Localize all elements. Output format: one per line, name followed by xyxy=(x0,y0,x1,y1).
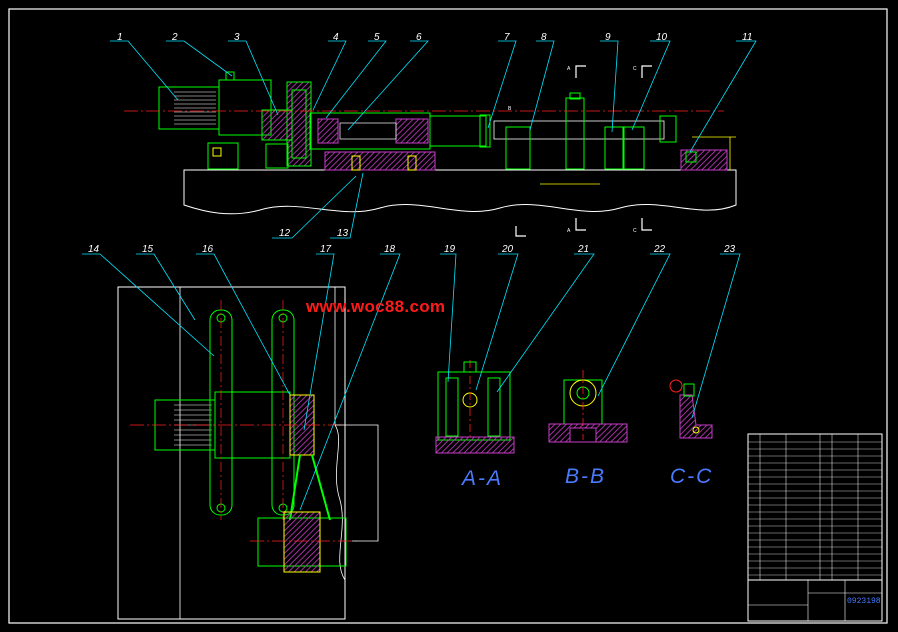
support-stand-4 xyxy=(623,126,645,170)
part-number-label: 3 xyxy=(234,32,240,43)
part-number-label: 1 xyxy=(117,32,123,43)
part-number-label: 16 xyxy=(202,244,214,255)
sheet-border xyxy=(8,8,888,624)
part-number-label: 5 xyxy=(374,32,380,43)
part-number-label: 6 xyxy=(416,32,422,43)
part-number-label: 17 xyxy=(320,244,332,255)
plan-view xyxy=(117,286,379,620)
section-label-a-a: A-A xyxy=(460,467,503,490)
part-number-label: 8 xyxy=(541,32,547,43)
drawing-number: 0923198 xyxy=(847,597,881,606)
part-number-label: 21 xyxy=(577,244,589,255)
part-number-label: 19 xyxy=(444,244,456,255)
cut-marker-c-bottom: C xyxy=(633,228,637,234)
section-a-a-view xyxy=(435,360,515,454)
cut-marker-a-top: A xyxy=(567,66,571,72)
part-number-label: 23 xyxy=(723,244,736,255)
section-b-b-view xyxy=(548,370,628,443)
front-elevation-view: A C B A C xyxy=(124,65,737,237)
part-number-label: 7 xyxy=(504,32,510,43)
extension-tube xyxy=(429,115,487,147)
part-number-label: 4 xyxy=(333,32,339,43)
watermark: www.woc88.com xyxy=(306,297,446,316)
title-block: 0923198 xyxy=(747,433,883,622)
part-number-label: 20 xyxy=(501,244,514,255)
bearing-housing xyxy=(261,109,293,141)
part-number-label: 14 xyxy=(88,244,100,255)
sleeve-pedestal xyxy=(324,151,436,171)
section-label-b-b: B-B xyxy=(565,465,606,488)
drive-belt xyxy=(289,454,301,521)
motor-foot xyxy=(207,142,239,170)
cut-marker-b: B xyxy=(508,106,512,112)
part-number-label: 9 xyxy=(605,32,611,43)
part-number-label: 10 xyxy=(656,32,668,43)
leader-lines xyxy=(82,40,757,511)
section-label-c-c: C-C xyxy=(670,465,713,488)
support-stand-1 xyxy=(505,126,531,170)
section-c-c-view xyxy=(669,379,713,439)
cut-marker-a-bottom: A xyxy=(567,228,571,234)
part-number-label: 11 xyxy=(742,32,752,43)
part-number-label: 2 xyxy=(171,32,178,43)
part-number-label: 13 xyxy=(337,228,349,239)
part-number-label: 18 xyxy=(384,244,396,255)
support-stand-2 xyxy=(565,97,585,170)
part-number-label: 12 xyxy=(279,228,291,239)
cut-marker-c-top: C xyxy=(633,66,637,72)
motor-housing xyxy=(218,79,272,136)
end-bracket xyxy=(680,149,728,171)
support-stand-3 xyxy=(604,126,624,170)
workpiece xyxy=(493,120,665,140)
base-outline xyxy=(183,169,737,215)
part-number-label: 15 xyxy=(142,244,154,255)
part-number-label: 22 xyxy=(653,244,666,255)
